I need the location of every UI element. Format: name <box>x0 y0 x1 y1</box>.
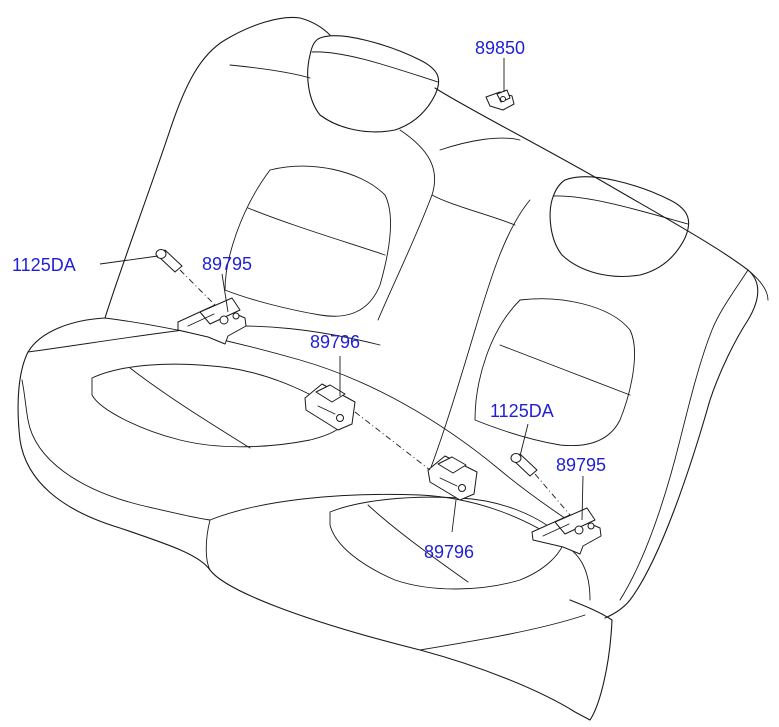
cushion-right-pad <box>329 496 566 590</box>
leader-89795-right <box>581 475 584 521</box>
callout-89796-right: 89796 <box>424 542 474 562</box>
headrest-left <box>307 35 440 133</box>
callout-89795-right: 89795 <box>556 455 606 475</box>
callout-89796-center: 89796 <box>310 332 360 352</box>
install-axis-left <box>179 269 216 306</box>
callout-1125DA-right: 1125DA <box>490 401 554 421</box>
bracket-89795-right <box>531 507 602 555</box>
leader-89796-right <box>451 499 457 533</box>
buckle-89796-center <box>304 383 356 431</box>
callout-89850: 89850 <box>475 38 525 58</box>
seat-cushion <box>17 317 613 721</box>
backrest-right-pad <box>474 298 635 447</box>
clip-89850 <box>485 89 515 111</box>
leader-1125DA-right <box>519 423 529 457</box>
bolt-1125DA-left <box>155 249 183 273</box>
leader-89795-left <box>221 273 229 313</box>
backrest-left-pad <box>224 165 391 317</box>
callout-1125DA-left: 1125DA <box>12 255 76 275</box>
seat-backrest <box>104 16 769 619</box>
bracket-89795-left <box>177 297 247 345</box>
leader-lines <box>99 58 584 533</box>
callout-89795-left: 89795 <box>202 254 252 274</box>
buckle-89796-right <box>427 455 478 501</box>
leader-1125DA-left <box>99 255 159 265</box>
headrest-right <box>549 176 690 278</box>
cushion-left-pad <box>91 363 346 448</box>
install-axis-right <box>534 473 571 516</box>
bolt-1125DA-right <box>510 453 538 477</box>
belt-axis-line <box>354 411 431 471</box>
